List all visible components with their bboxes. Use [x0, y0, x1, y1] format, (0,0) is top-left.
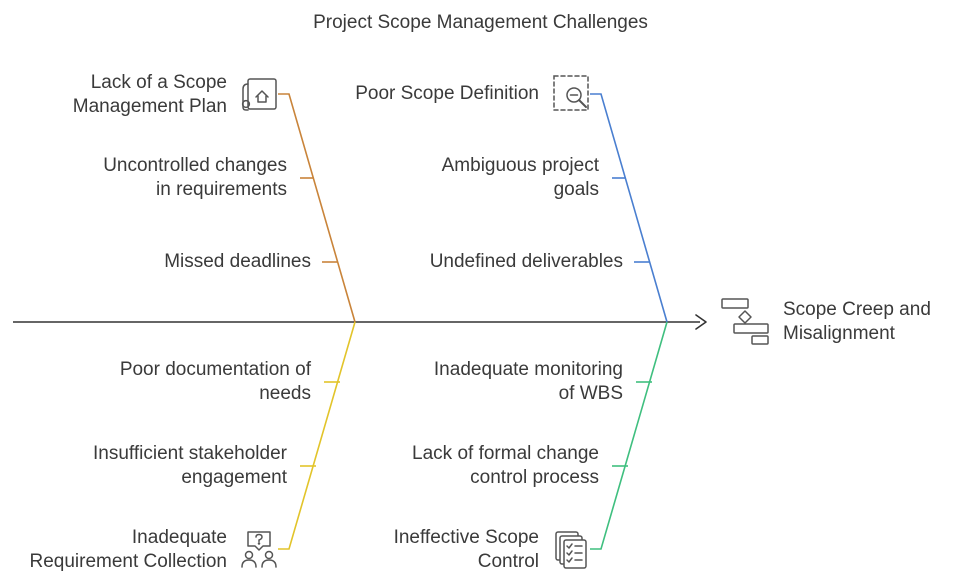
diagram-title: Project Scope Management Challenges: [313, 12, 648, 33]
cause-requirements-1: Poor documentation of needs: [119, 359, 311, 404]
blueprint-house-icon: [241, 78, 277, 111]
branch-scope-definition: [590, 93, 668, 323]
cause-scope-control-1: Inadequate monitoring of WBS: [433, 359, 623, 404]
category-label-scope-definition: Poor Scope Definition: [355, 83, 539, 104]
effect-label: Scope Creep and Misalignment: [783, 299, 931, 344]
category-label-scope-control: Ineffective Scope Control: [393, 527, 539, 572]
category-label-scope-plan: Lack of a Scope Management Plan: [72, 72, 227, 117]
cause-scope-control-2: Lack of formal change control process: [412, 443, 599, 488]
people-question-icon: [241, 531, 277, 568]
cause-scope-definition-1: Ambiguous project goals: [441, 155, 599, 200]
spine-arrowhead: [695, 314, 707, 330]
branch-requirements: [278, 321, 356, 550]
cause-scope-plan-1: Uncontrolled changes in requirements: [103, 155, 287, 200]
cause-scope-plan-2: Missed deadlines: [164, 251, 311, 272]
zoom-out-magnifier-icon: [553, 75, 589, 111]
gantt-chart-icon: [721, 298, 769, 345]
cause-requirements-2: Insufficient stakeholder engagement: [93, 443, 287, 488]
checklist-documents-icon: [555, 531, 587, 569]
branch-scope-control: [590, 321, 668, 550]
category-label-requirements: Inadequate Requirement Collection: [29, 527, 228, 572]
cause-scope-definition-2: Undefined deliverables: [429, 251, 623, 272]
branch-scope-plan: [278, 93, 356, 323]
